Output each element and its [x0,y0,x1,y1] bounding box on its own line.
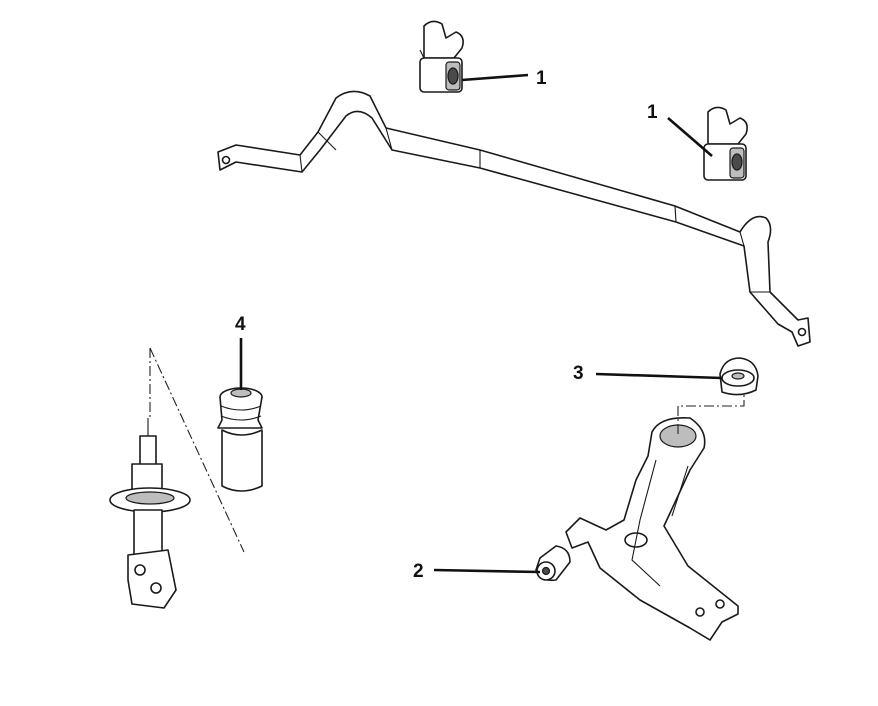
control-arm [565,392,745,641]
callout-3: 3 [573,363,584,384]
strut-boot [217,387,263,492]
callout-4: 4 [235,314,246,335]
callout-2: 2 [413,561,424,582]
leader-1-top [461,73,529,82]
leader-3 [595,372,723,380]
arm-bushing [535,545,571,582]
callout-1-right: 1 [647,102,658,123]
bushing-right [703,106,748,181]
strut-assembly [109,347,245,609]
callout-1-top: 1 [536,68,547,89]
ball-joint-bushing [719,357,759,396]
leader-lines [239,73,723,574]
leader-2 [433,568,541,574]
leader-1-right [667,117,713,157]
bushing-top [419,20,464,93]
stabilizer-bar [217,90,811,347]
